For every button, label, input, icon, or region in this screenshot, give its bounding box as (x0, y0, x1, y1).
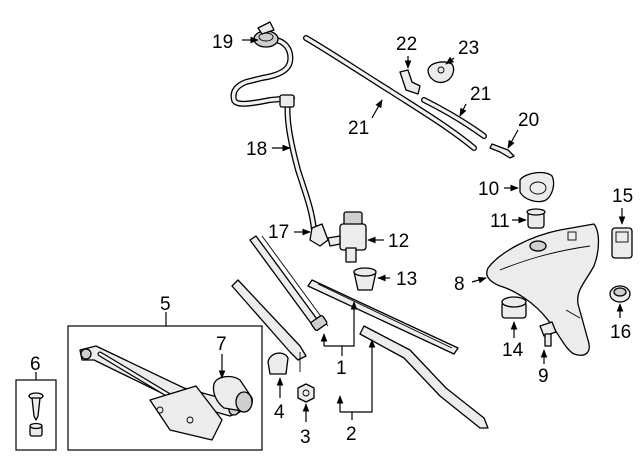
wiper-linkage-detail-box (67, 325, 263, 451)
wiper-arm-left (231, 279, 307, 372)
reservoir-cap (501, 296, 527, 319)
leader-lines (35, 36, 626, 422)
callout-8: 8 (454, 274, 465, 295)
callout-12: 12 (388, 231, 409, 252)
nozzle-clip (427, 61, 455, 84)
washer-hose-assembly (230, 21, 319, 241)
callout-18: 18 (246, 139, 267, 160)
washer-reservoir (486, 223, 600, 356)
callout-10: 10 (478, 179, 499, 200)
mounting-bolt (539, 321, 557, 347)
callout-6: 6 (30, 354, 41, 375)
callout-5: 5 (160, 294, 171, 315)
screw (28, 392, 44, 421)
callout-22: 22 (396, 34, 417, 55)
callout-21-right: 21 (470, 84, 491, 105)
callout-2: 2 (346, 424, 357, 445)
callout-4: 4 (274, 402, 285, 423)
callout-1: 1 (336, 358, 347, 379)
callout-16: 16 (610, 322, 631, 343)
callout-11: 11 (490, 211, 510, 232)
callout-17: 17 (268, 222, 289, 243)
reservoir-neck-seal (519, 171, 555, 203)
spray-nozzle (489, 143, 515, 159)
callout-21-left: 21 (348, 118, 369, 139)
callout-7: 7 (216, 334, 227, 355)
fluid-level-sensor (611, 227, 633, 259)
reservoir-grommet (353, 267, 377, 291)
pump-grommet (526, 208, 546, 229)
callout-14: 14 (502, 340, 524, 361)
sensor-grommet (609, 285, 631, 303)
hose-tee-connector (279, 94, 295, 108)
washer-hoses (303, 35, 487, 151)
clip-nut (29, 422, 43, 437)
callout-19: 19 (212, 32, 233, 53)
wiper-motor (212, 375, 253, 413)
callout-13: 13 (396, 269, 417, 290)
callout-labels: 19 18 22 23 21 21 20 10 11 12 17 13 8 15… (30, 32, 633, 448)
callout-20: 20 (518, 110, 539, 131)
hose-connector (309, 223, 329, 247)
wiper-arm-cap (267, 352, 289, 375)
wiper-blade-right (307, 279, 459, 355)
callout-15: 15 (612, 186, 633, 207)
wiper-arm-nut (297, 383, 315, 403)
wiper-linkage (79, 345, 241, 441)
callout-9: 9 (538, 366, 549, 387)
fastener-detail-box (15, 379, 57, 451)
callout-23: 23 (458, 38, 479, 59)
hose-elbow-fitting (399, 69, 421, 95)
callout-3: 3 (300, 427, 311, 448)
wiper-arm-right (359, 325, 489, 429)
wiper-blade-left (249, 235, 329, 331)
washer-pump (327, 211, 367, 263)
